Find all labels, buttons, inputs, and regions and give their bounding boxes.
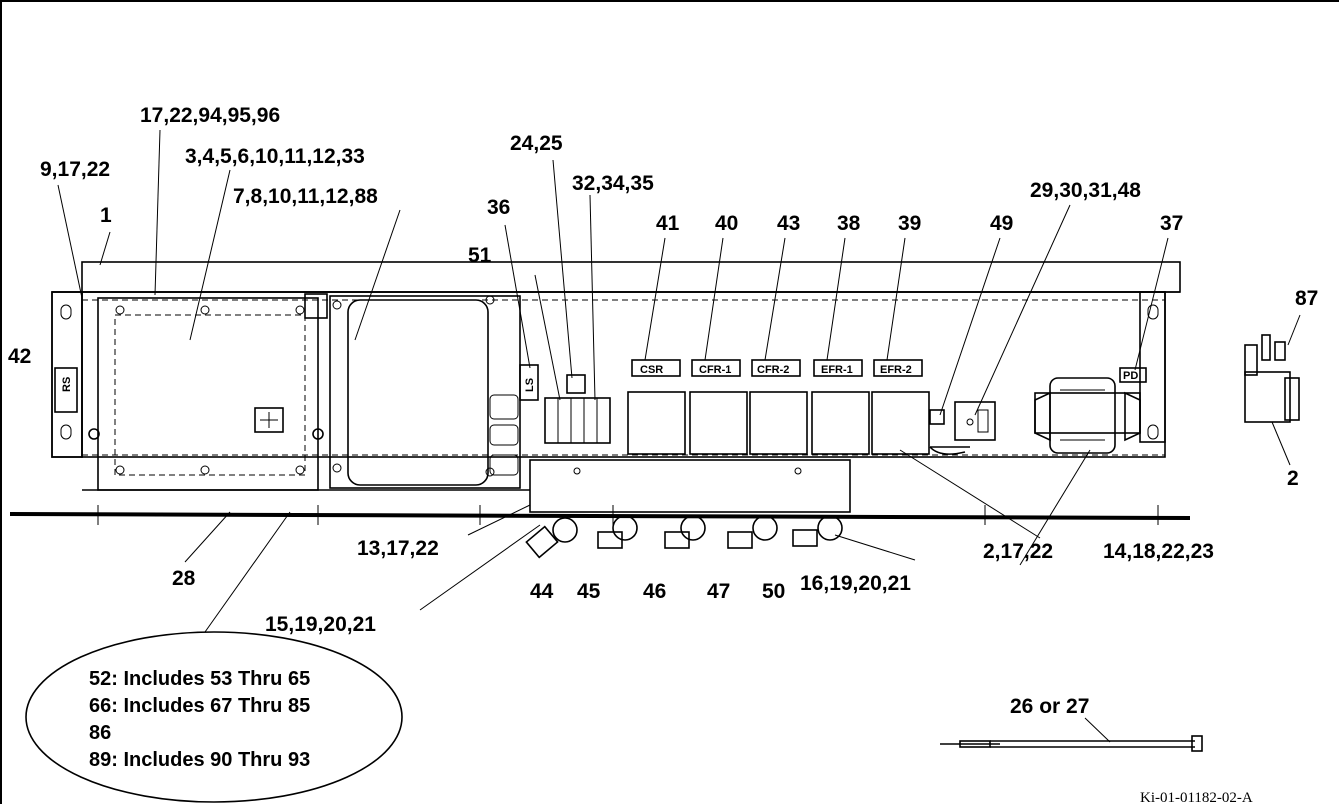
callout-37: 37 [1160,212,1183,235]
relay-label: CSR [640,364,663,376]
leader-lines [57,129,1301,743]
left-bracket: RS [51,291,83,458]
callout-47: 47 [707,580,730,603]
callout-28: 28 [172,567,196,590]
relay-cfr-2: CFR-2 [751,359,801,377]
callout-9-17-22: 9,17,22 [40,158,110,181]
relay-label: CFR-2 [757,364,789,376]
callout-36: 36 [487,196,510,219]
callout-50: 50 [762,580,785,603]
relay-label: EFR-2 [880,364,912,376]
panel-label-ls: LS [524,378,536,392]
transformer [1034,377,1141,454]
relay-label: CFR-1 [699,364,731,376]
callout-3-4-5-6-10-11-12-33: 3,4,5,6,10,11,12,33 [185,145,365,168]
callout-1: 1 [100,204,112,227]
callout-42: 42 [8,345,31,368]
callout-40: 40 [715,212,738,235]
callout-32-34-35: 32,34,35 [572,172,654,195]
callout-24-25: 24,25 [510,132,563,155]
callout-38: 38 [837,212,861,235]
figure-id: Ki-01-01182-02-A [1140,790,1253,804]
callout-41: 41 [656,212,680,235]
callout-7-8-10-11-12-88: 7,8,10,11,12,88 [233,185,378,208]
note-line-2: 66: Includes 67 Thru 85 [89,695,310,717]
relay-efr-1: EFR-1 [813,359,863,377]
panel-label-pd: PD [1123,370,1138,382]
callout-87: 87 [1295,287,1318,310]
callout-2-17-22: 2,17,22 [983,540,1053,563]
callout-17-22-94-95-96: 17,22,94,95,96 [140,104,280,127]
callout-2: 2 [1287,467,1299,490]
callout-16-19-20-21: 16,19,20,21 [800,572,911,595]
callout-29-30-31-48: 29,30,31,48 [1030,179,1141,202]
callout-43: 43 [777,212,800,235]
callout-15-19-20-21: 15,19,20,21 [265,613,376,636]
note-line-1: 52: Includes 53 Thru 65 [89,668,310,690]
relay-row [627,391,930,455]
lower-bracket [529,446,970,513]
callout-39: 39 [898,212,921,235]
power-supply-module [82,293,530,491]
fuse-holders [525,515,843,559]
panel-label-rs: RS [61,377,73,392]
small-connector [929,401,996,441]
part-2-plug [1244,334,1300,423]
callout-14-18-22-23: 14,18,22,23 [1103,540,1214,563]
filter-module: LS [329,295,539,489]
cable-harness [9,505,1191,525]
callout-46: 46 [643,580,666,603]
callout-51: 51 [468,244,492,267]
callout-49: 49 [990,212,1013,235]
note-line-3: 86 [89,722,111,744]
right-bracket: PD [1119,304,1159,440]
relay-cfr-1: CFR-1 [691,359,741,377]
callout-45: 45 [577,580,601,603]
relay-csr: CSR [631,359,681,377]
callout-13-17-22: 13,17,22 [357,537,439,560]
terminal-block [544,374,611,444]
callout-26-or-27: 26 or 27 [1010,695,1089,718]
note-line-4: 89: Includes 90 Thru 93 [89,749,310,771]
cable-tie [940,735,1203,752]
main-panel [51,261,1181,458]
callout-44: 44 [530,580,554,603]
relay-efr-2: EFR-2 [873,359,923,377]
relay-label: EFR-1 [821,364,853,376]
notes-ellipse [25,631,403,803]
